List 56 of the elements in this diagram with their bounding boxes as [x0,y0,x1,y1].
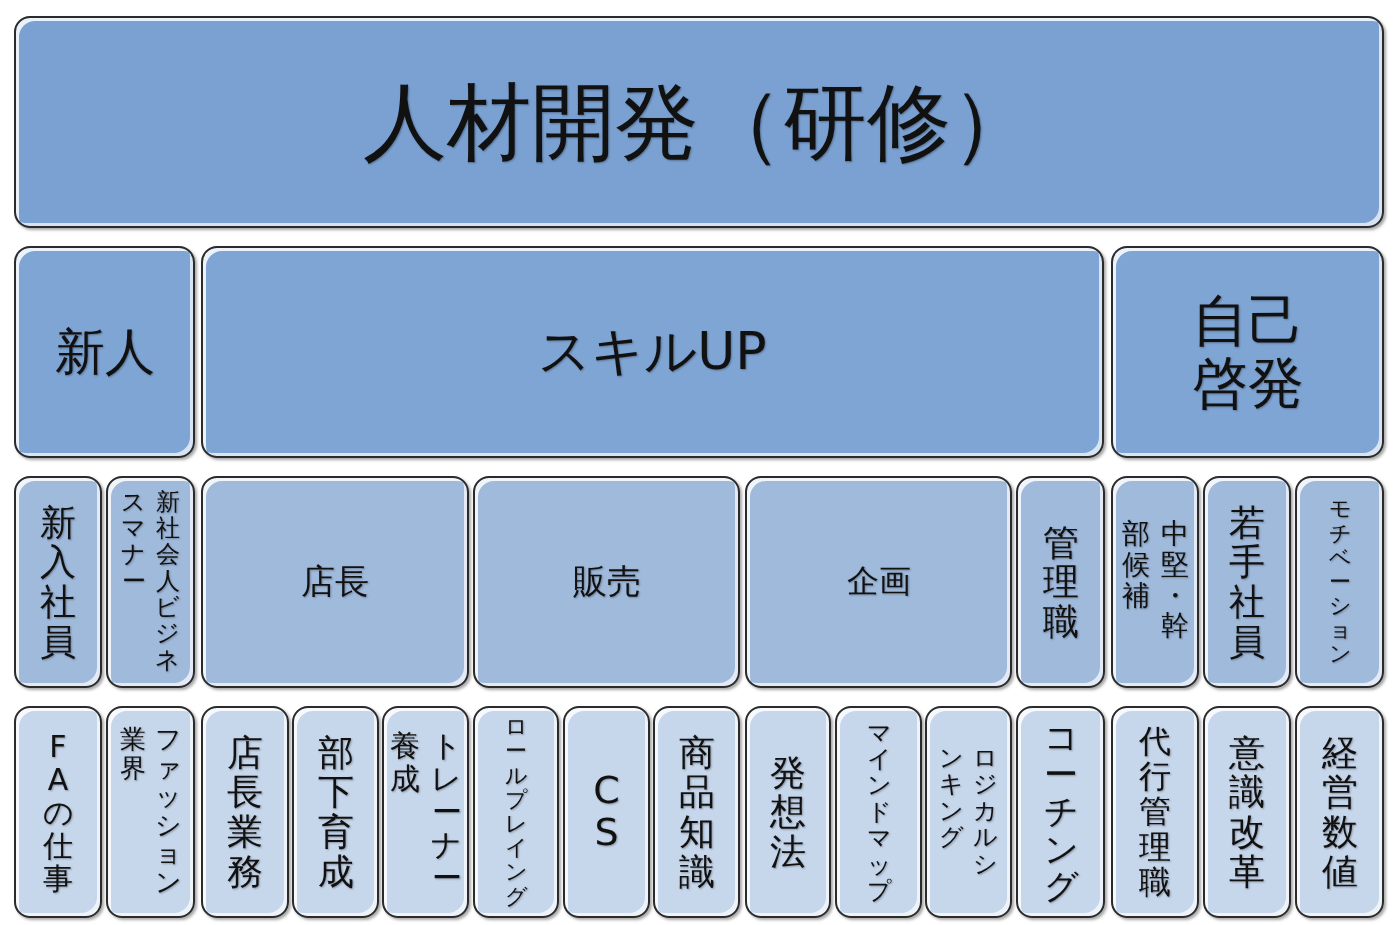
category-label: 意識改革 [1229,732,1265,892]
category-box [201,246,1104,458]
category-tile [925,706,1012,918]
category-tile [1016,706,1105,918]
category-box [201,476,469,688]
category-tile [1203,476,1291,688]
category-label: ロジカルシンキング [939,745,998,879]
category-tile [1111,476,1199,688]
category-label: 新社会人ビジネスマナー [121,488,180,676]
category-label: モチベーション [1328,497,1351,667]
category-label: 店長 [301,563,369,601]
category-label: 経営数値 [1321,732,1358,892]
category-tile [201,706,289,918]
category-label: FAの仕事 [43,729,73,895]
category-label: 新入社員 [40,502,76,662]
category-label: 若手社員 [1229,502,1265,662]
category-box [473,476,740,688]
category-box [1111,246,1384,458]
category-tile [1295,706,1384,918]
category-label: コーチング [1043,718,1078,906]
category-label: ロールプレイング [505,715,527,909]
category-tile [1016,476,1105,688]
category-label: 店長業務 [227,732,263,892]
category-label: 中堅・幹部候補 [1121,519,1189,645]
category-label: 管理職 [1042,522,1079,642]
category-label: 商品知識 [678,732,715,892]
category-label: スキルUP [538,323,767,381]
category-box [14,246,195,458]
category-tile [835,706,922,918]
category-label: CS [592,770,621,854]
category-box [745,476,1012,688]
category-tile [473,706,559,918]
category-tile [14,706,102,918]
category-tile [106,476,195,688]
category-tile [1111,706,1199,918]
category-label: 企画 [846,564,911,600]
category-label: 部下育成 [317,732,354,892]
category-label: 販売 [572,563,641,601]
category-label: マインドマップ [866,719,891,905]
category-tile [382,706,469,918]
category-tile [563,706,650,918]
category-tile [14,476,102,688]
category-label: 新人 [54,324,155,380]
category-label: 自己啓発 [1190,290,1305,414]
category-tile [1203,706,1291,918]
category-tile [1295,476,1384,688]
category-label: ファッション業界 [119,725,182,899]
category-label: 発想法 [770,752,806,872]
category-label: 代行管理職 [1139,724,1171,900]
category-tile [745,706,831,918]
title-banner [14,16,1384,228]
category-tile [292,706,379,918]
category-tile [106,706,195,918]
category-tile [653,706,740,918]
category-label: 人材開発（研修） [363,75,1035,169]
category-label: トレーナー養成 [389,728,462,896]
